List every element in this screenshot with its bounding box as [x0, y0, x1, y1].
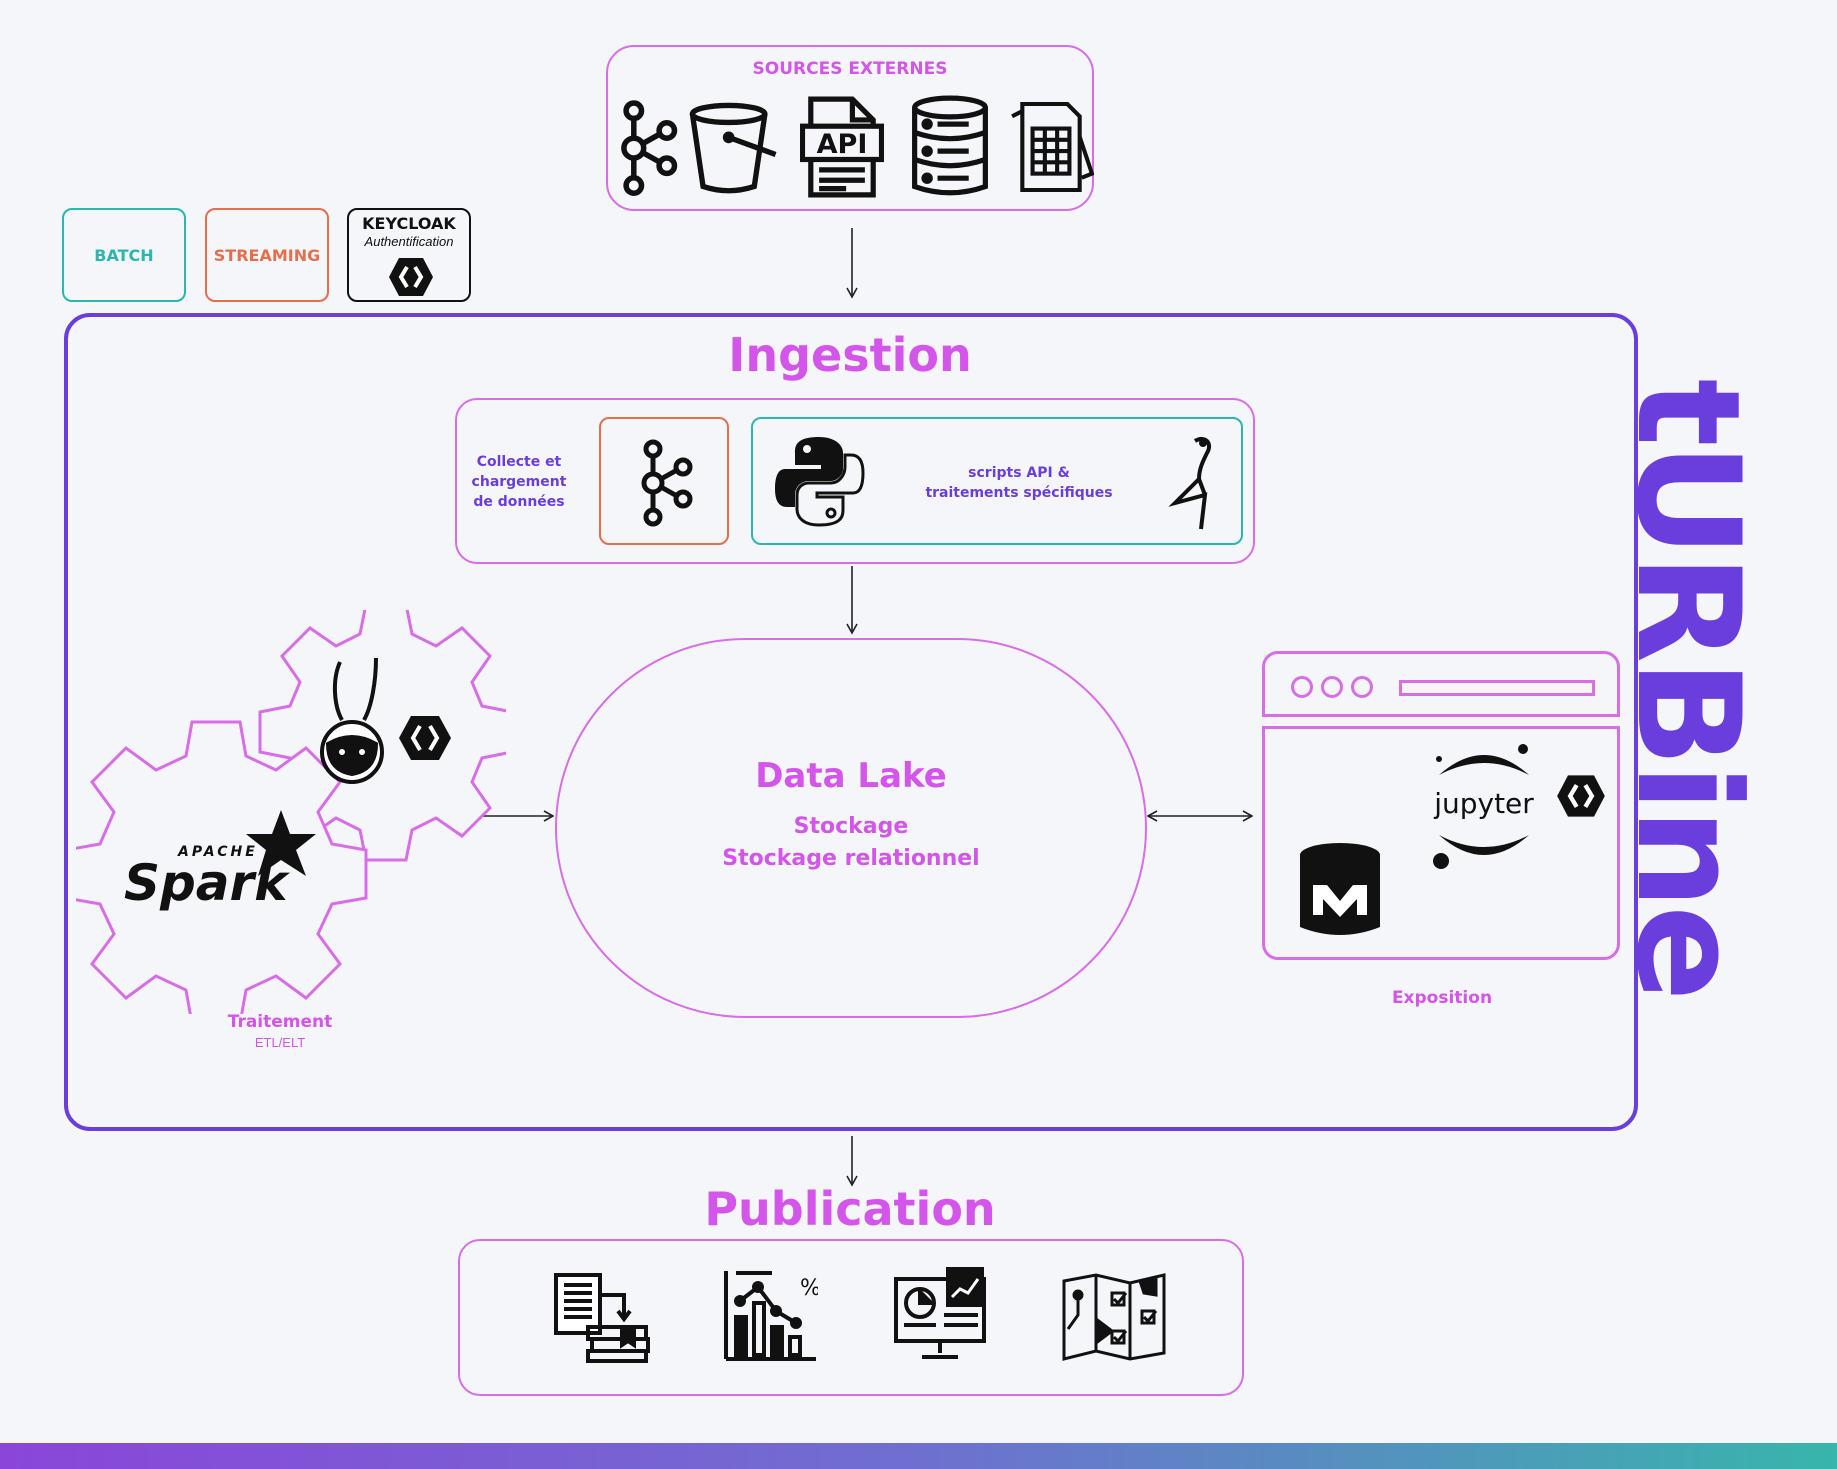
arrow-ingestion-to-datalake — [846, 566, 858, 635]
airflow-bird-icon — [1165, 433, 1225, 533]
scripts-label: scripts API & traitements spécifiques — [925, 465, 1113, 501]
keycloak-subtitle: Authentification — [364, 234, 454, 249]
publication-title: Publication — [704, 1182, 996, 1236]
svg-text:jupyter: jupyter — [1433, 787, 1534, 820]
apache-spark-logo: APACHE Spark — [124, 810, 316, 912]
window-dot-3 — [1351, 676, 1373, 698]
kafka-streaming-box — [599, 417, 729, 545]
keycloak-badge: KEYCLOAK Authentification — [347, 208, 471, 302]
batch-label: BATCH — [94, 246, 154, 265]
svg-text:%: % — [800, 1276, 818, 1301]
keycloak-title: KEYCLOAK — [362, 214, 456, 233]
exposition-window — [1262, 651, 1620, 717]
collect-label: Collecte et chargement de données — [471, 454, 567, 510]
data-lake-storage: Data Lake Stockage Stockage relationnel — [555, 638, 1147, 1018]
keycloak-icon — [399, 716, 451, 760]
database-icon — [910, 95, 990, 199]
spreadsheet-files-icon — [1008, 95, 1094, 199]
sources-title: SOURCES EXTERNES — [752, 59, 948, 79]
publication-box: % — [458, 1239, 1244, 1396]
exposition-window-body: jupyter — [1262, 726, 1620, 960]
bucket-icon — [686, 97, 782, 197]
python-icon — [773, 433, 865, 529]
kafka-icon — [635, 437, 695, 527]
batch-badge: BATCH — [62, 208, 186, 302]
traitement-subtitle: ETL/ELT — [254, 1035, 306, 1050]
streaming-label: STREAMING — [213, 246, 321, 265]
svg-text:APACHE: APACHE — [177, 844, 258, 860]
arrow-to-publication — [846, 1136, 858, 1187]
keycloak-icon — [387, 256, 435, 298]
datalake-line2: Stockage relationnel — [722, 846, 980, 871]
ingestion-box: Collecte et chargement de données script… — [455, 398, 1255, 564]
arrow-datalake-exposition — [1147, 810, 1253, 822]
streaming-badge: STREAMING — [205, 208, 329, 302]
keycloak-icon — [1555, 773, 1607, 819]
traitement-gears: APACHE Spark — [76, 610, 506, 1014]
turbine-brand-text: tURBine — [1605, 378, 1770, 998]
map-checklist-icon — [1060, 1271, 1168, 1361]
window-address-bar — [1399, 680, 1595, 696]
window-dot-2 — [1321, 676, 1343, 698]
analytics-chart-icon: % — [722, 1267, 818, 1363]
ingestion-title: Ingestion — [728, 328, 972, 382]
datalake-line1: Stockage — [793, 814, 909, 839]
jupyter-logo: jupyter — [1425, 739, 1543, 871]
turbine-platform-frame — [64, 313, 1638, 1131]
arrow-sources-to-ingestion — [846, 228, 858, 299]
traitement-title: Traitement — [227, 1012, 333, 1032]
gear-large-icon — [76, 720, 368, 1014]
datalake-title: Data Lake — [755, 756, 947, 796]
kafka-icon — [614, 97, 680, 197]
rabbit-astronaut-icon — [320, 657, 384, 784]
batch-scripts-box: scripts API & traitements spécifiques — [751, 417, 1243, 545]
api-document-icon: API — [800, 95, 884, 199]
documents-archive-icon — [552, 1271, 652, 1363]
exposition-title: Exposition — [1391, 988, 1493, 1008]
sources-externes-box: SOURCES EXTERNES API — [606, 45, 1094, 211]
svg-text:API: API — [817, 129, 868, 160]
footer-gradient-bar — [0, 1443, 1837, 1469]
metabase-db-icon — [1297, 841, 1383, 941]
window-dot-1 — [1291, 676, 1313, 698]
dashboard-monitor-icon — [892, 1267, 988, 1363]
